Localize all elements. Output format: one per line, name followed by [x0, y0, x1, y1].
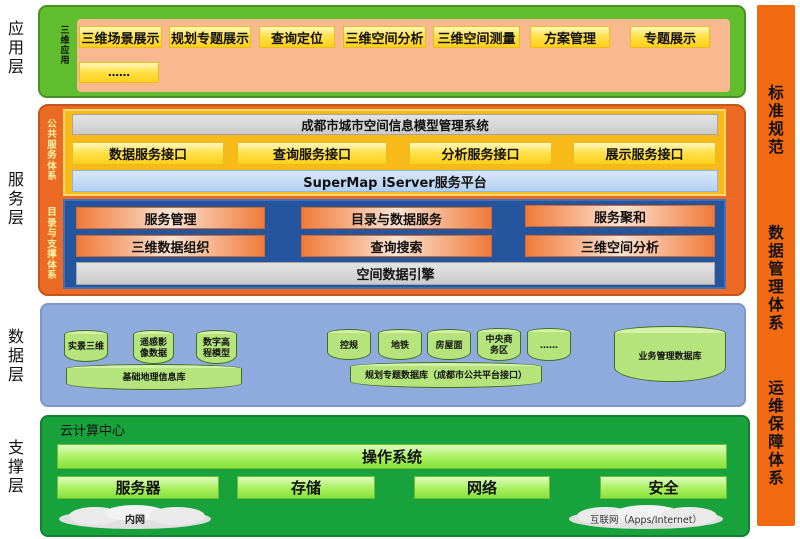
intranet-cloud-icon: [59, 505, 211, 529]
cylinder-label: 基础地理信息库: [66, 368, 242, 390]
app-tile-3d-scene: 三维场景展示: [79, 26, 162, 48]
spatial-data-engine-bar: 空间数据引擎: [76, 262, 715, 285]
cylinder-basic-geo-db: 基础地理信息库: [66, 364, 242, 390]
cylinder-label: 控规: [327, 333, 371, 360]
cylinder-zoning: 控规: [327, 329, 371, 360]
app-tile-more: ……: [79, 62, 159, 83]
data-service-interface: 数据服务接口: [72, 142, 224, 165]
query-search: 查询搜索: [301, 235, 492, 257]
network-tile: 网络: [414, 476, 550, 499]
right-standards-column: [757, 5, 795, 526]
cylinder-metro: 地铁: [378, 329, 422, 360]
query-service-interface: 查询服务接口: [237, 142, 387, 165]
cylinder-remote-sensing: 遥感影像数据: [133, 330, 174, 364]
app-side-label-text: 三维应用: [60, 26, 70, 66]
cylinder-cbd: 中央商务区: [477, 328, 521, 361]
cylinder-label: 地铁: [378, 333, 422, 360]
3d-data-organization: 三维数据组织: [76, 235, 265, 257]
internet-label: 互联网（Apps/Internet）: [590, 515, 702, 526]
intranet-label: 内网: [125, 515, 145, 526]
security-tile: 安全: [600, 476, 727, 499]
data-management-label-text: 数据管理体系: [768, 224, 784, 332]
cylinder-label: ……: [527, 332, 571, 361]
3d-spatial-analysis: 三维空间分析: [525, 235, 715, 257]
layer-label-support-text: 支撑层: [7, 437, 24, 495]
public-service-label: 公共服务体系: [43, 113, 61, 189]
service-management: 服务管理: [76, 207, 265, 229]
app-tile-topic-display: 专题展示: [630, 26, 710, 48]
operations-label: 运维保障体系: [757, 368, 795, 498]
cylinder-realistic-3d: 实景三维: [64, 330, 108, 362]
layer-label-data: 数据层: [2, 325, 30, 385]
app-tile-3d-analysis: 三维空间分析: [343, 26, 426, 48]
standards-label-text: 标准规范: [768, 84, 784, 156]
system-title-bar: 成都市城市空间信息模型管理系统: [72, 114, 718, 135]
app-tile-3d-measure: 三维空间测量: [433, 26, 520, 48]
cylinder-label: 业务管理数据库: [614, 333, 726, 382]
cylinder-label: 数字高程模型: [196, 334, 237, 364]
operations-label-text: 运维保障体系: [768, 379, 784, 487]
iserver-platform-bar: SuperMap iServer服务平台: [72, 170, 718, 192]
layer-label-service-text: 服务层: [7, 169, 24, 227]
server-tile: 服务器: [57, 476, 219, 499]
data-management-label: 数据管理体系: [757, 213, 795, 343]
cylinder-label: 规划专题数据库（成都市公共平台接口）: [350, 366, 542, 388]
cylinder-label: 实景三维: [64, 334, 108, 362]
cylinder-building-footprint: 房屋面: [427, 329, 471, 360]
cylinder-label: 中央商务区: [477, 332, 521, 361]
cylinder-planning-db: 规划专题数据库（成都市公共平台接口）: [350, 362, 542, 388]
standards-label: 标准规范: [757, 80, 795, 160]
display-service-interface: 展示服务接口: [573, 142, 716, 165]
app-tile-query-locate: 查询定位: [259, 26, 335, 48]
catalog-support-label-text: 目录与支撑体系: [47, 207, 57, 282]
layer-label-app-text: 应用层: [7, 18, 24, 76]
cylinder-business-db: 业务管理数据库: [614, 326, 726, 382]
cloud-center-label: 云计算中心: [60, 424, 126, 439]
cylinder-more: ……: [527, 328, 571, 361]
layer-label-support: 支撑层: [2, 436, 30, 496]
app-tile-planning-display: 规划专题展示: [169, 26, 251, 48]
cylinder-label: 遥感影像数据: [133, 334, 174, 364]
public-service-label-text: 公共服务体系: [47, 118, 57, 182]
layer-label-app: 应用层: [2, 17, 30, 77]
service-aggregation: 服务聚和: [525, 205, 715, 227]
internet-cloud-icon: [569, 505, 723, 529]
storage-tile: 存储: [237, 476, 375, 499]
catalog-data-service: 目录与数据服务: [301, 207, 492, 229]
app-side-label: 三维应用: [56, 26, 74, 66]
layer-label-service: 服务层: [2, 168, 30, 228]
os-bar: 操作系统: [57, 444, 727, 469]
layer-label-data-text: 数据层: [7, 326, 24, 384]
cylinder-label: 房屋面: [427, 333, 471, 360]
catalog-support-label: 目录与支撑体系: [43, 203, 61, 287]
app-tile-plan-manage: 方案管理: [530, 26, 610, 48]
analysis-service-interface: 分析服务接口: [409, 142, 552, 165]
cylinder-dem: 数字高程模型: [196, 330, 237, 364]
